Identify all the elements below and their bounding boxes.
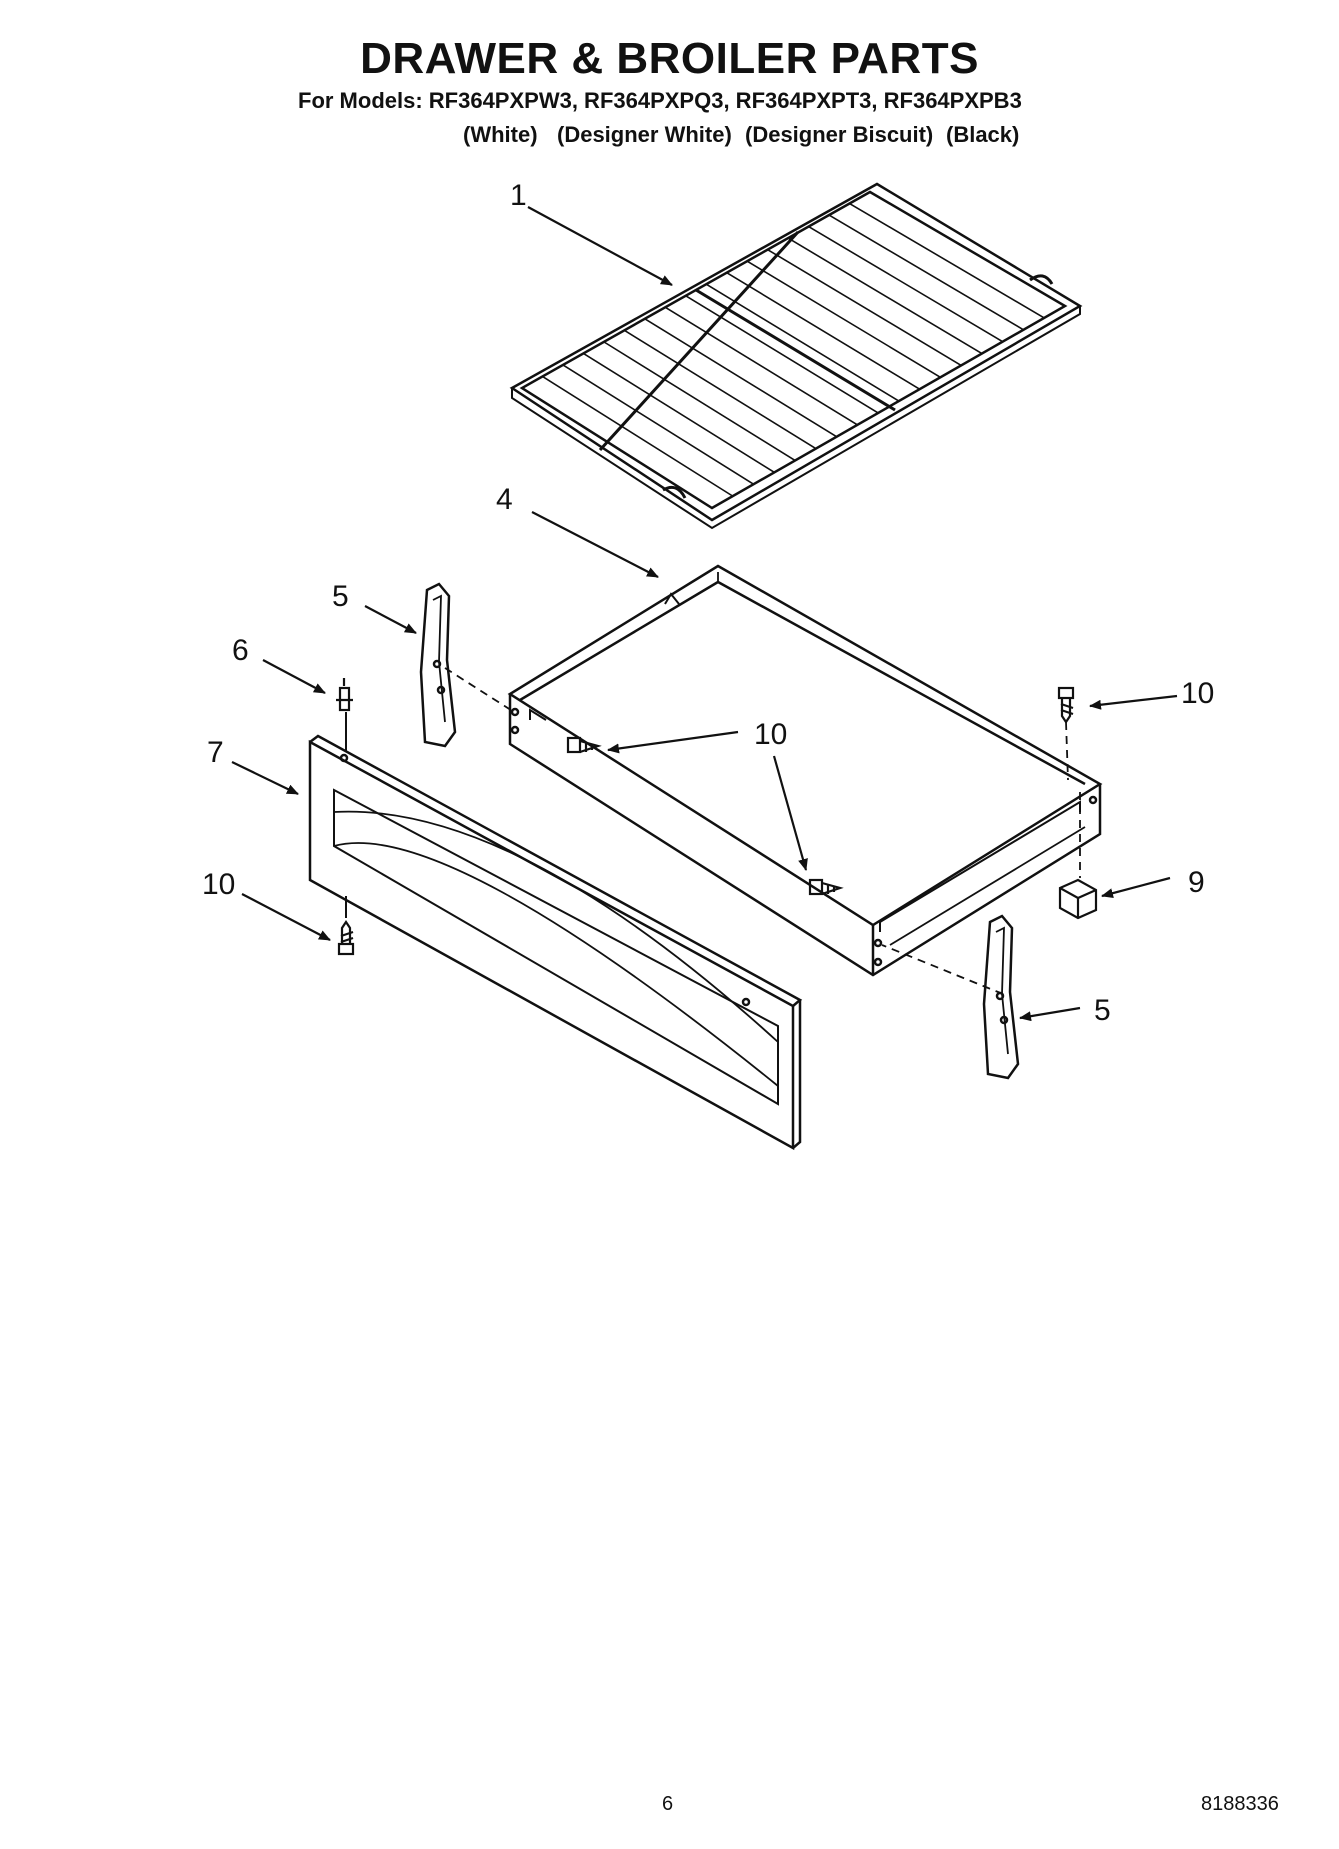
drawer-panel	[308, 734, 803, 1151]
drawer-pan	[507, 564, 1103, 977]
rack-bar	[849, 202, 1045, 319]
leader-lines	[231, 206, 1178, 1022]
stud	[336, 678, 353, 712]
rack-bar	[808, 225, 1004, 343]
callout-slide-right: 5	[1094, 994, 1111, 1027]
rack-bar	[705, 283, 900, 402]
screw-top-right	[1057, 686, 1075, 724]
callout-stud: 6	[232, 634, 249, 667]
callout-slide-left: 5	[332, 580, 349, 613]
rack-bar	[542, 375, 734, 497]
page-number: 6	[662, 1793, 674, 1815]
slide-left	[419, 582, 457, 748]
callout-drawer: 4	[496, 483, 513, 516]
callout-panel: 7	[207, 736, 224, 769]
rack-bar	[582, 352, 775, 474]
rack-bar	[787, 237, 983, 355]
color-designer-white: (Designer White)	[557, 122, 732, 147]
rack-bars	[542, 202, 1045, 497]
clip	[1058, 878, 1098, 920]
assembly-lines	[444, 667, 1081, 995]
rack-bar	[603, 341, 796, 462]
rack-bar	[562, 364, 754, 485]
color-black: (Black)	[946, 122, 1020, 147]
rack-bar	[623, 329, 817, 450]
rack-bar	[685, 295, 879, 414]
callout-clip: 9	[1188, 866, 1205, 899]
rack-bar	[828, 214, 1024, 331]
rack-bar	[664, 306, 858, 426]
slide-right	[982, 914, 1020, 1080]
page-title: DRAWER & BROILER PARTS	[360, 34, 979, 83]
screw-bottom-left	[337, 920, 355, 956]
color-designer-biscuit: (Designer Biscuit)	[745, 122, 934, 147]
models-line: For Models: RF364PXPW3, RF364PXPQ3, RF36…	[298, 88, 1022, 113]
callout-screw-bottom-left: 10	[202, 868, 235, 901]
callout-screw-top-right: 10	[1181, 677, 1214, 710]
callout-rack: 1	[510, 179, 527, 212]
screw-drawer-side	[808, 878, 844, 896]
document-number: 8188336	[1201, 1793, 1279, 1815]
screw-center	[566, 736, 602, 754]
rack-bar	[767, 248, 962, 367]
broiler-rack	[509, 182, 1083, 530]
rack-bar	[746, 260, 941, 378]
rack-bar	[644, 318, 838, 438]
rack-bar	[726, 272, 921, 390]
callout-screw-center: 10	[754, 718, 787, 751]
color-white: (White)	[463, 122, 538, 147]
